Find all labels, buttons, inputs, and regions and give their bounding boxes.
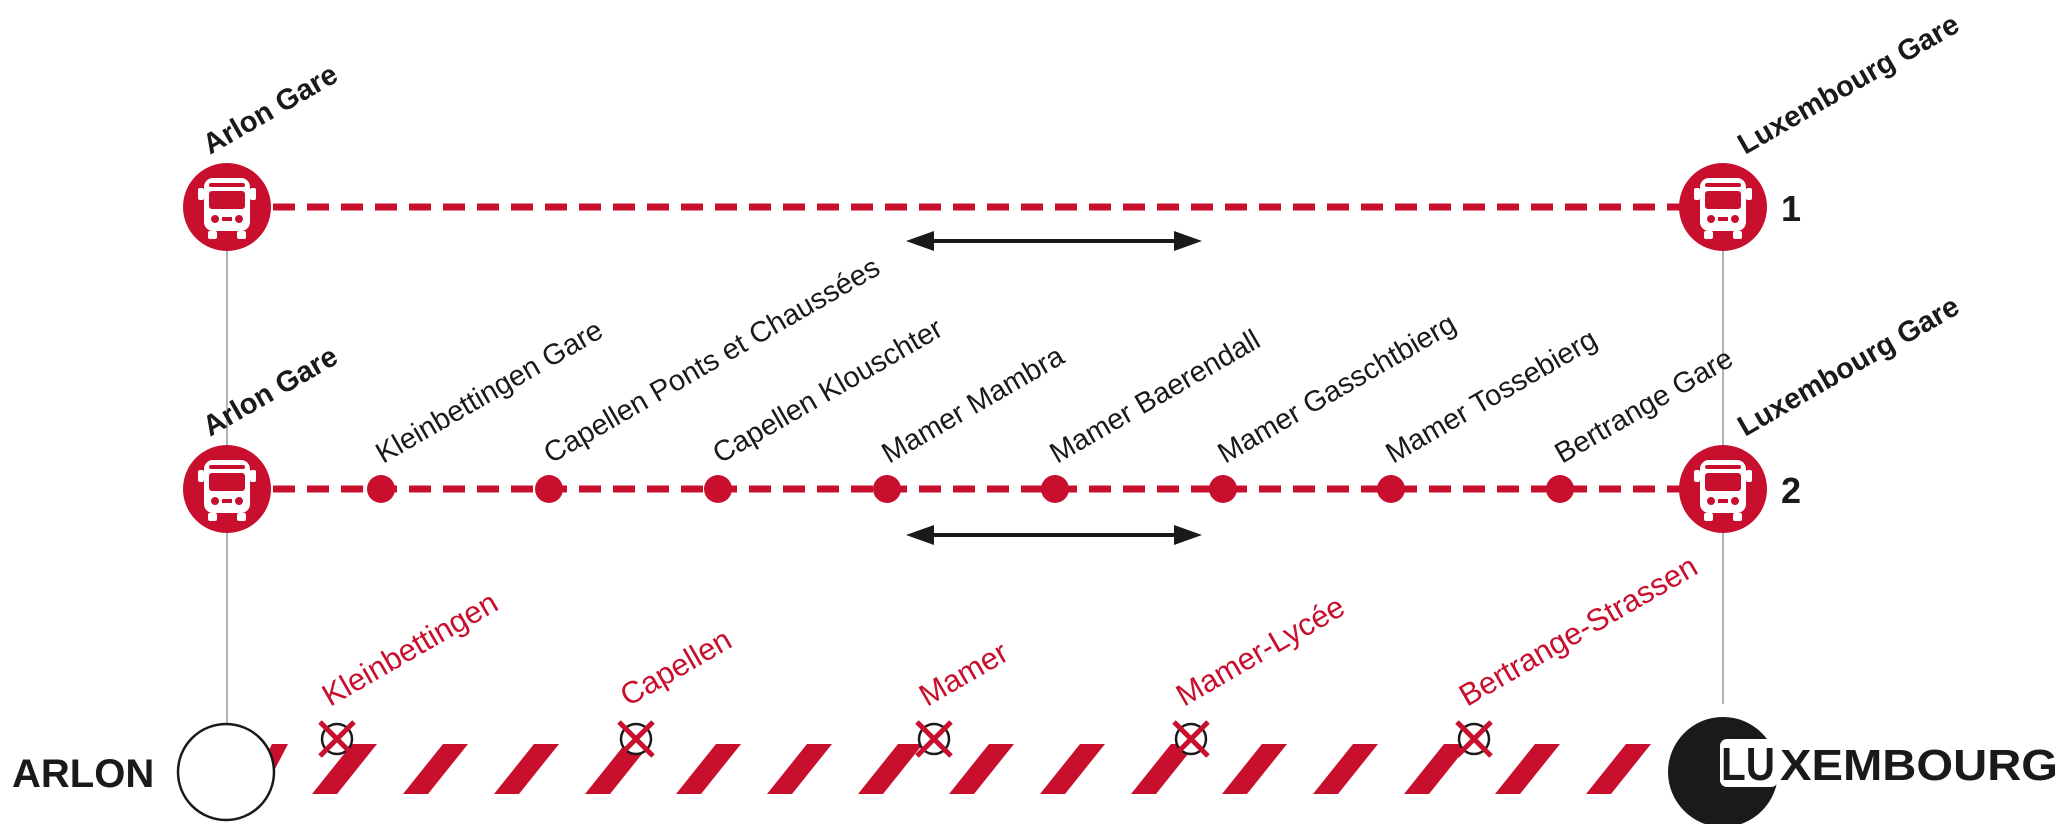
bus-icon bbox=[1679, 163, 1767, 251]
line-2-number: 2 bbox=[1781, 470, 1801, 511]
rail-end-station: LU XEMBOURG bbox=[1668, 717, 2058, 824]
line-2: Arlon Gare Luxembourg Gare 2 Kleinbettin… bbox=[183, 251, 1965, 545]
lu-logo-box bbox=[1720, 739, 1778, 787]
stop-dot bbox=[1377, 475, 1405, 503]
lu-logo-text: LU bbox=[1721, 738, 1775, 790]
closed-station-x-icon bbox=[617, 720, 655, 758]
rail-line: Kleinbettingen Capellen Mamer Mamer-Lycé… bbox=[12, 548, 2058, 824]
stop-dot bbox=[1041, 475, 1069, 503]
closed-station-label: Bertrange-Strassen bbox=[1453, 548, 1703, 713]
line-1-start-label: Arlon Gare bbox=[198, 58, 344, 161]
closed-stations bbox=[318, 720, 1493, 758]
closed-station-labels: Kleinbettingen Capellen Mamer Mamer-Lycé… bbox=[316, 548, 1703, 713]
double-arrow-icon bbox=[906, 525, 1202, 545]
line-1: Arlon Gare Luxembourg Gare 1 bbox=[183, 8, 1965, 251]
arlon-station-circle bbox=[176, 722, 276, 822]
stop-dot bbox=[873, 475, 901, 503]
stop-dot bbox=[704, 475, 732, 503]
rail-start-station: ARLON bbox=[12, 722, 276, 822]
closed-station-label: Kleinbettingen bbox=[316, 585, 504, 714]
line-1-end-label: Luxembourg Gare bbox=[1733, 8, 1965, 161]
luxembourg-label-rest: XEMBOURG bbox=[1780, 741, 2058, 790]
line-2-start-label: Arlon Gare bbox=[198, 340, 344, 443]
stop-dot bbox=[367, 475, 395, 503]
closed-station-x-icon bbox=[915, 720, 953, 758]
closed-station-x-icon bbox=[1455, 720, 1493, 758]
stop-dot bbox=[1546, 475, 1574, 503]
double-arrow-icon bbox=[906, 231, 1202, 251]
line-2-stop-labels: Kleinbettingen Gare Capellen Ponts et Ch… bbox=[371, 251, 1739, 470]
arlon-label: ARLON bbox=[12, 752, 154, 796]
bus-icon bbox=[1679, 445, 1767, 533]
bus-icon bbox=[183, 163, 271, 251]
closed-station-label: Mamer bbox=[913, 635, 1014, 714]
line-1-number: 1 bbox=[1781, 188, 1801, 229]
line-2-stops bbox=[367, 475, 1574, 503]
closed-station-x-icon bbox=[318, 720, 356, 758]
stop-dot bbox=[1209, 475, 1237, 503]
rail-stripes bbox=[262, 744, 1651, 794]
stop-label: Capellen Ponts et Chaussées bbox=[539, 251, 886, 470]
closed-station-x-icon bbox=[1172, 720, 1210, 758]
bus-icon bbox=[183, 445, 271, 533]
stop-dot bbox=[535, 475, 563, 503]
closed-station-label: Capellen bbox=[614, 622, 737, 713]
closed-station-label: Mamer-Lycée bbox=[1170, 589, 1351, 713]
line-2-end-label: Luxembourg Gare bbox=[1733, 290, 1965, 443]
